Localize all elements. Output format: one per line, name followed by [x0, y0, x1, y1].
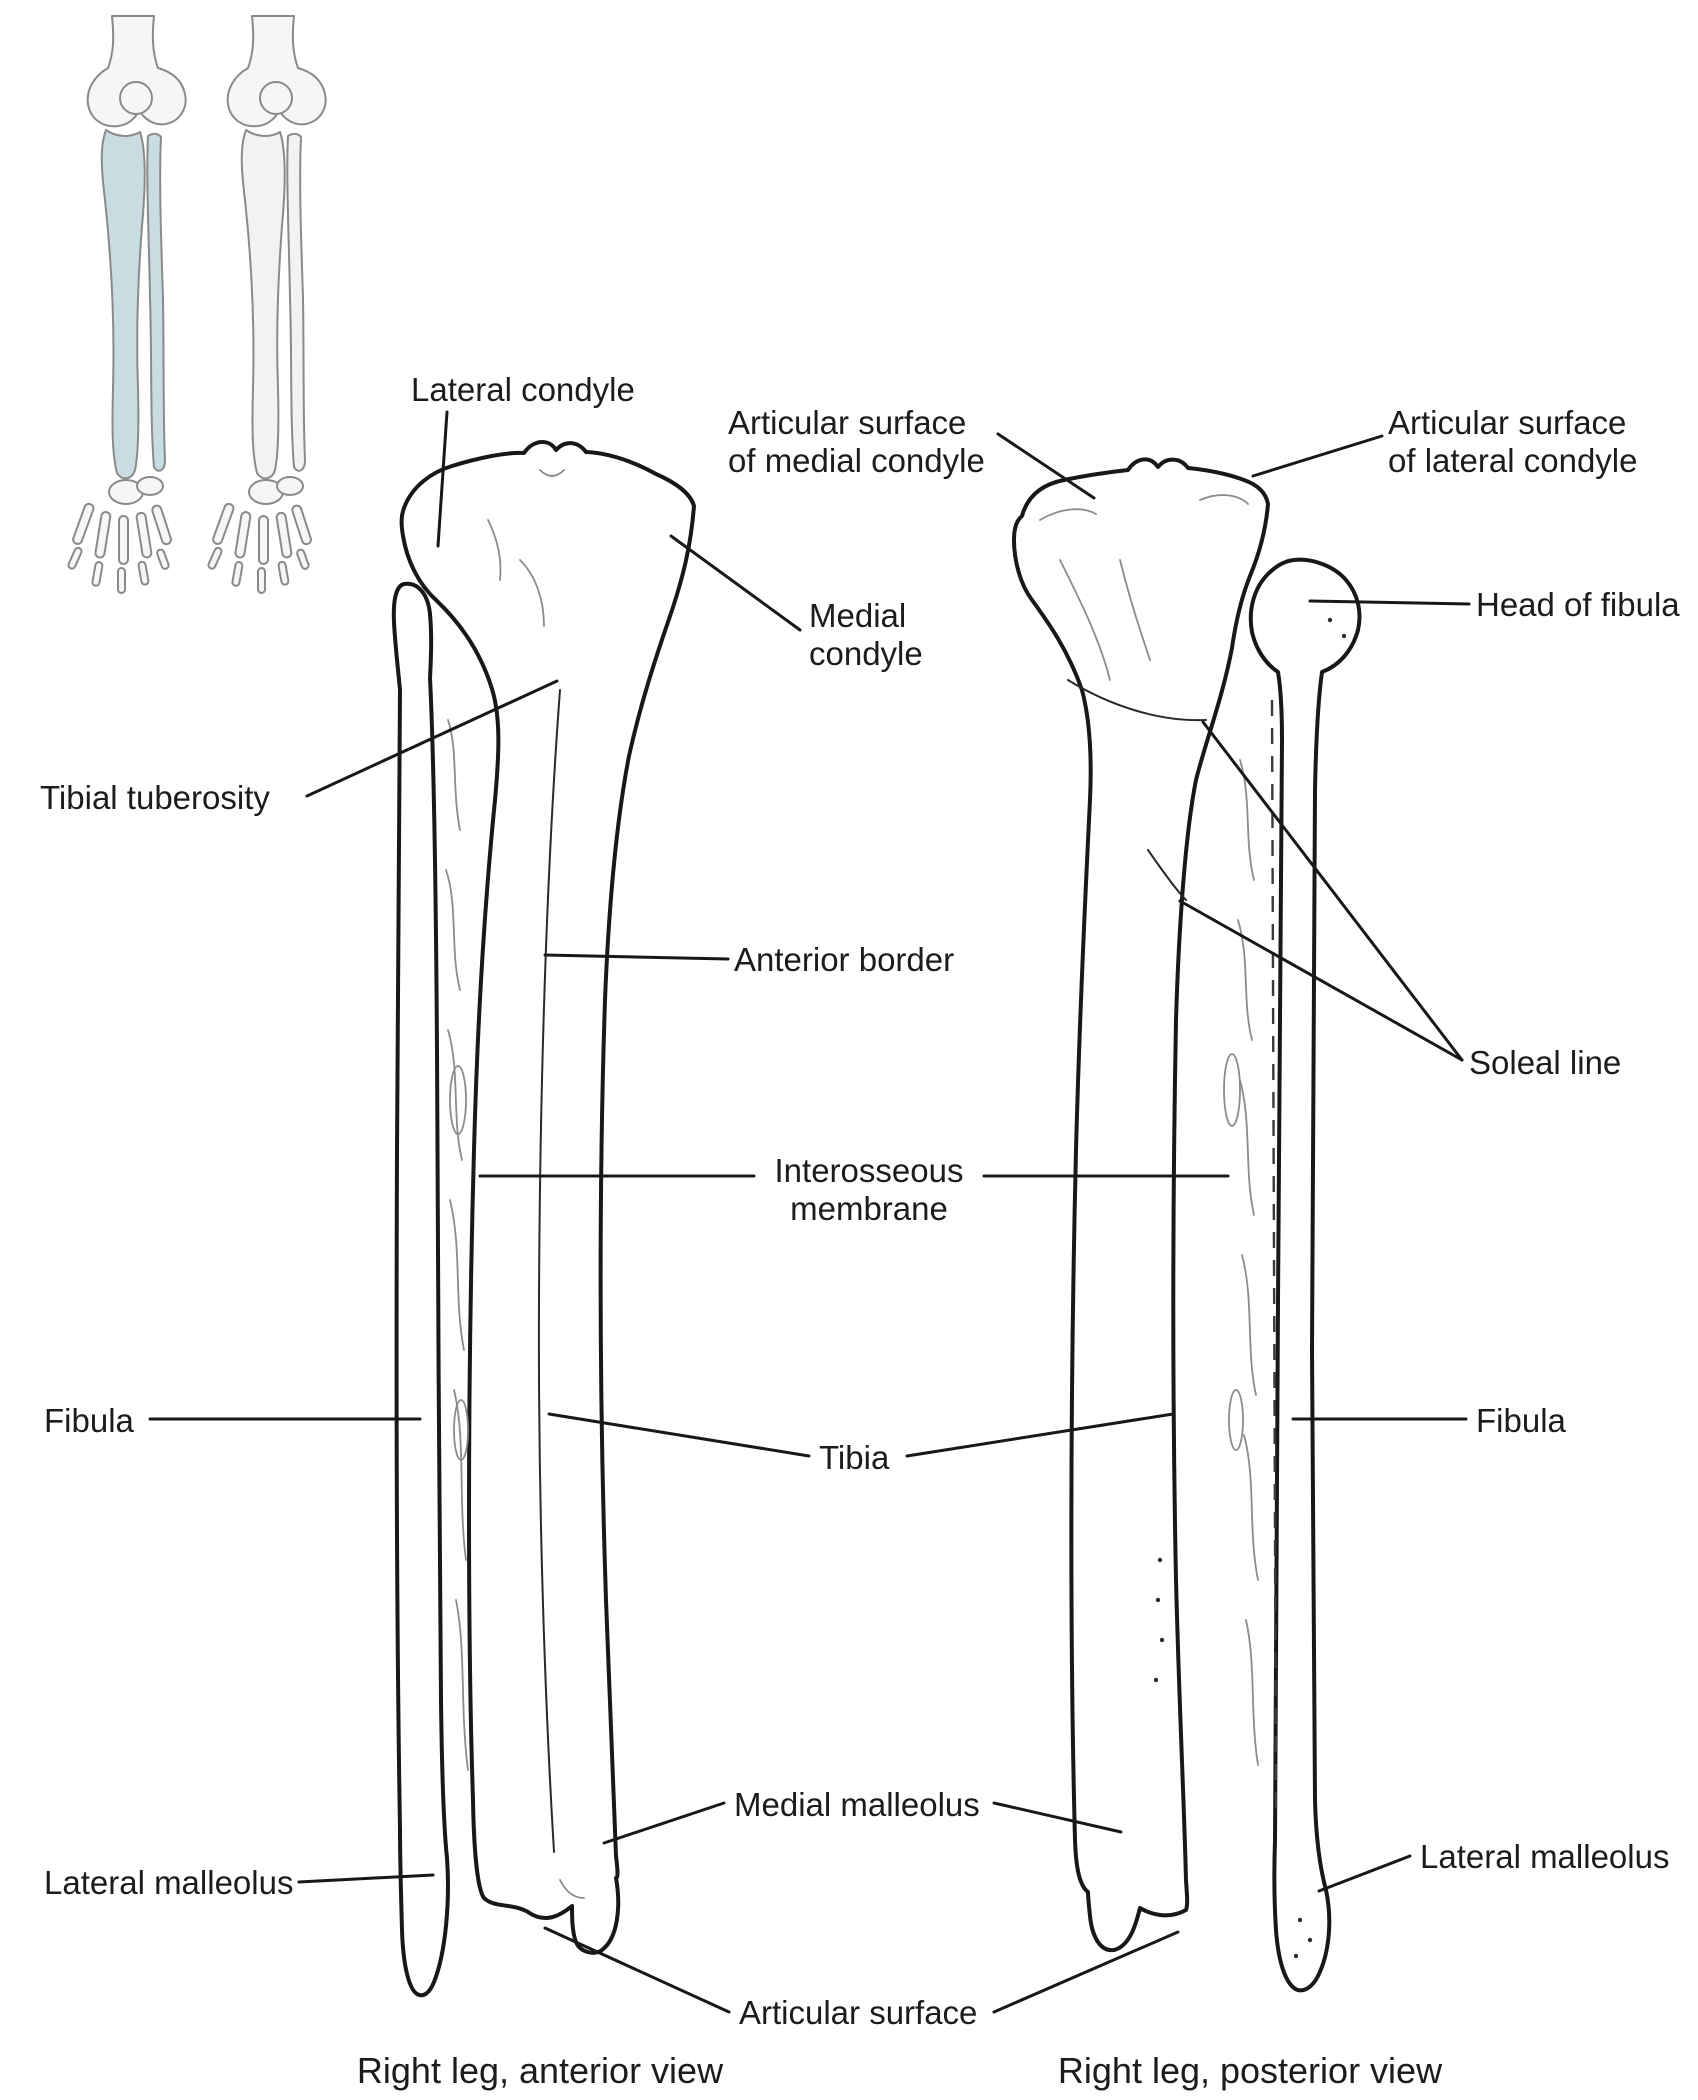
leader-lateral-condyle: [436, 410, 449, 548]
leader-medial-malleolus-right: [992, 1801, 1123, 1834]
leader-tibial-tuberosity: [305, 679, 559, 798]
locator-inset: [66, 15, 327, 594]
anterior-view: [391, 440, 696, 1998]
posterior-tibia-outline: [1012, 457, 1270, 1953]
caption-anterior-view: Right leg, anterior view: [356, 2050, 724, 2091]
posterior-interosseous-membrane: [1223, 699, 1278, 1821]
caption-posterior-view: Right leg, posterior view: [1057, 2050, 1443, 2091]
inset-highlighted-leg: [66, 15, 187, 594]
posterior-view: [1012, 457, 1362, 1993]
label-medial-malleolus: Medial malleolus: [734, 1786, 980, 1823]
anterior-interosseous-membrane: [445, 719, 469, 1771]
leader-lines: [148, 410, 1471, 2014]
label-fibula-anterior: Fibula: [44, 1402, 134, 1439]
posterior-tibia-details: [1039, 494, 1249, 1683]
posterior-fibula-outline: [1248, 557, 1362, 1993]
label-lateral-malleolus-anterior: Lateral malleolus: [44, 1864, 294, 1901]
leader-medial-malleolus-left: [602, 1801, 726, 1845]
leader-anterior-border: [543, 953, 730, 961]
inset-plain-leg: [206, 15, 327, 594]
anterior-tibia-details: [487, 469, 585, 1899]
leader-lateral-malleolus-right: [1317, 1854, 1412, 1893]
leader-articular-surface-lateral-condyle: [1251, 434, 1384, 478]
label-fibula-posterior: Fibula: [1476, 1402, 1566, 1439]
label-lateral-condyle: Lateral condyle: [411, 371, 635, 408]
leader-lateral-malleolus-left: [297, 1873, 435, 1884]
leader-articular-surface-right: [992, 1930, 1180, 2014]
label-tibia: Tibia: [819, 1439, 890, 1476]
label-articular-surface: Articular surface: [739, 1994, 978, 2031]
label-articular-surface-medial-condyle: Articular surface of medial condyle: [728, 404, 985, 480]
leader-soleal-line-lower: [1178, 899, 1464, 1062]
leader-medial-condyle: [669, 534, 802, 632]
label-anterior-border: Anterior border: [734, 941, 955, 978]
label-articular-surface-lateral-condyle: Articular surface of lateral condyle: [1388, 404, 1638, 480]
label-tibial-tuberosity: Tibial tuberosity: [40, 779, 270, 816]
leader-articular-surface-medial-condyle: [996, 432, 1096, 500]
label-interosseous-membrane: Interosseous membrane: [774, 1152, 964, 1228]
label-lateral-malleolus-posterior: Lateral malleolus: [1420, 1838, 1670, 1875]
label-soleal-line: Soleal line: [1469, 1044, 1622, 1081]
label-medial-condyle: Medial condyle: [809, 597, 923, 673]
leader-articular-surface-left: [543, 1926, 731, 2014]
label-head-of-fibula: Head of fibula: [1476, 586, 1680, 623]
leader-tibia-left: [547, 1412, 811, 1458]
anterior-fibula-outline: [391, 581, 450, 1998]
leader-soleal-line-upper: [1201, 720, 1464, 1062]
leader-head-of-fibula: [1308, 599, 1471, 606]
anterior-tibia-outline: [399, 440, 696, 1955]
posterior-fibula-details: [1293, 617, 1347, 1959]
leader-tibia-right: [905, 1412, 1175, 1458]
